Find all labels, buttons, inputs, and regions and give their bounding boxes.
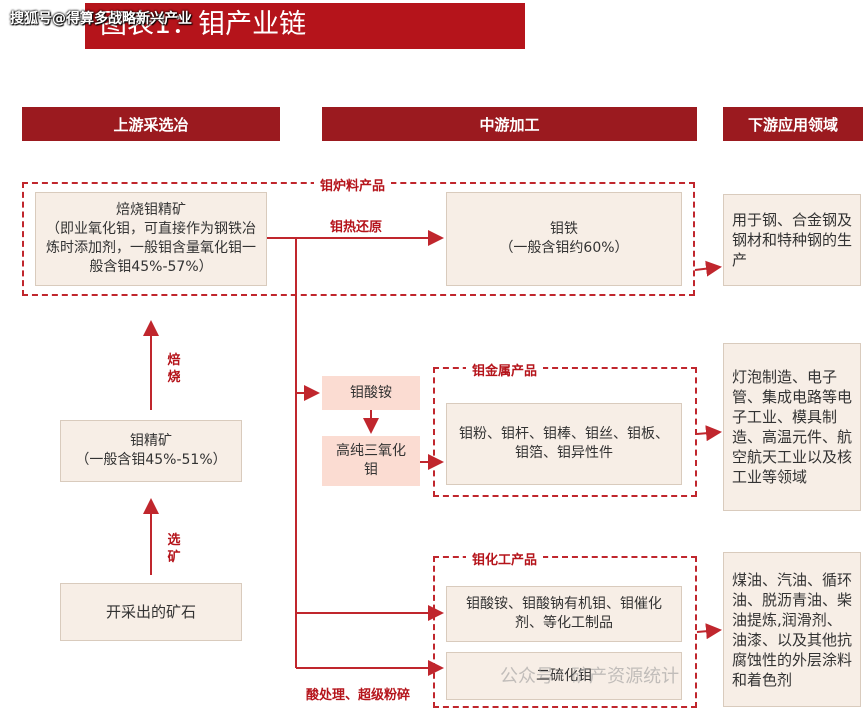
mined-ore-box: 开采出的矿石 bbox=[60, 583, 242, 641]
chemical-products-box: 钼酸铵、钼酸钠有机钼、钼催化剂、等化工制品 bbox=[446, 586, 682, 642]
downstream-steel-box: 用于钢、合金钢及钢材和特种钢的生产 bbox=[723, 194, 861, 286]
title-bar bbox=[85, 3, 525, 49]
arrow-to-electronics bbox=[696, 425, 722, 442]
group-metal-label: 钼金属产品 bbox=[466, 360, 544, 379]
high-purity-moo3-box: 高纯三氧化钼 bbox=[322, 436, 420, 486]
acid-treatment-label: 酸处理、超级粉碎 bbox=[306, 688, 411, 703]
arrow-to-steel bbox=[694, 260, 722, 277]
downstream-electronics-box: 灯泡制造、电子管、集成电路等电子工业、模具制造、高温元件、航空航天工业以及核工业… bbox=[723, 343, 861, 511]
roasting-label: 焙烧 bbox=[167, 353, 181, 385]
roasted-concentrate-box: 焙烧钼精矿 （即业氧化钼，可直接作为钢铁冶炼时添加剂，一般钼含量氧化钼一般含钼4… bbox=[35, 192, 267, 286]
source-watermark: 搜狐号@得算多战略新兴产业 bbox=[10, 11, 192, 27]
ammonium-molybdate-box: 钼酸铵 bbox=[322, 376, 420, 410]
ferromolybdenum-box: 钼铁 （一般含钼约60%） bbox=[446, 192, 682, 286]
beneficiation-label: 选矿 bbox=[167, 533, 181, 565]
group-metal-frame bbox=[433, 367, 697, 497]
metal-products-box: 钼粉、钼杆、钼棒、钼丝、钼板、钼箔、钼异性件 bbox=[446, 403, 682, 485]
group-chemical-frame bbox=[433, 556, 697, 708]
header-downstream: 下游应用领域 bbox=[723, 107, 863, 141]
thermal-reduction-label: 钼热还原 bbox=[330, 220, 383, 235]
arrow-to-oils bbox=[696, 623, 722, 640]
downstream-oils-box: 煤油、汽油、循环油、脱沥青油、柴油提炼,润滑剂、油漆、以及其他抗腐蚀性的外层涂料… bbox=[723, 552, 861, 707]
group-furnace-label: 钼炉料产品 bbox=[314, 175, 392, 194]
header-midstream: 中游加工 bbox=[322, 107, 697, 141]
header-upstream: 上游采选冶 bbox=[22, 107, 280, 141]
page-title: 图表1：钼产业链 bbox=[100, 9, 307, 40]
mo-concentrate-box: 钼精矿 （一般含钼45%-51%） bbox=[60, 420, 242, 482]
bottom-watermark: 公众号 · 矿产资源统计 bbox=[500, 666, 680, 687]
group-chemical-label: 钼化工产品 bbox=[466, 549, 544, 568]
mos2-box: 二硫化钼 bbox=[446, 652, 682, 700]
